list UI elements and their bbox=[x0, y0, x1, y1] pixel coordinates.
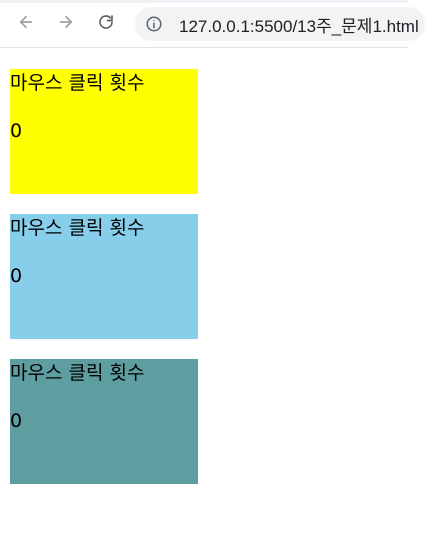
info-circle-icon[interactable] bbox=[145, 15, 163, 33]
click-counter-box-cadetblue[interactable]: 마우스 클릭 횟수 0 bbox=[10, 359, 198, 484]
forward-button[interactable] bbox=[52, 10, 80, 38]
click-counter-label: 마우스 클릭 횟수 bbox=[10, 72, 145, 94]
tabstrip-edge bbox=[0, 0, 408, 3]
arrow-right-icon bbox=[57, 13, 75, 35]
browser-toolbar: 127.0.0.1:5500/13주_문제1.html bbox=[0, 0, 425, 48]
back-button[interactable] bbox=[12, 10, 40, 38]
arrow-left-icon bbox=[17, 13, 35, 35]
url-text[interactable]: 127.0.0.1:5500/13주_문제1.html bbox=[179, 16, 419, 36]
reload-icon bbox=[97, 13, 115, 35]
click-counter-box-skyblue[interactable]: 마우스 클릭 횟수 0 bbox=[10, 214, 198, 339]
click-counter-box-yellow[interactable]: 마우스 클릭 횟수 0 bbox=[10, 69, 198, 194]
click-counter-label: 마우스 클릭 횟수 bbox=[10, 217, 145, 239]
click-count-value: 0 bbox=[10, 265, 23, 287]
click-count-value: 0 bbox=[10, 120, 23, 142]
reload-button[interactable] bbox=[92, 10, 120, 38]
address-bar[interactable]: 127.0.0.1:5500/13주_문제1.html bbox=[135, 7, 425, 41]
click-counter-label: 마우스 클릭 횟수 bbox=[10, 362, 145, 384]
page-content: 마우스 클릭 횟수 0 마우스 클릭 횟수 0 마우스 클릭 횟수 0 bbox=[10, 69, 198, 504]
click-count-value: 0 bbox=[10, 410, 23, 432]
